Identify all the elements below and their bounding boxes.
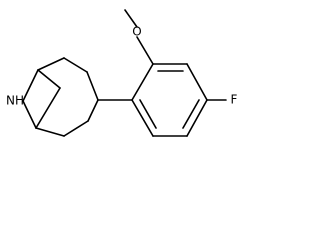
bond-n-ch-top: [22, 69, 39, 102]
bond-top-mid-to-top-right: [63, 57, 88, 73]
bond-bridge-bottom: [35, 87, 61, 129]
bond-bottom-right-to-bottom-mid: [63, 120, 89, 137]
aryl-bond-3: [186, 63, 208, 101]
chemical-structure: NH F O: [6, 9, 238, 137]
bond-bridge-top: [37, 69, 61, 89]
aryl-bond-1: [131, 63, 154, 101]
aryl-inner-double-3: [139, 99, 157, 129]
bond-attach-to-bottom-right: [87, 99, 99, 122]
bond-bottom-mid-to-bottom-left: [35, 127, 65, 137]
bond-top-right-to-attach: [86, 71, 99, 101]
oxygen-label: O: [132, 25, 141, 39]
aryl-inner-double-2: [182, 99, 200, 129]
bond-n-ch-bottom: [22, 100, 37, 129]
aryl-substituent: [97, 9, 227, 137]
bond-o-to-methyl: [124, 9, 138, 28]
bond-aryl-to-o: [136, 36, 154, 65]
nitrogen-label: NH: [6, 94, 24, 108]
aryl-bond-4: [186, 99, 208, 137]
bond-top-left-to-top-mid: [37, 57, 65, 71]
structure-canvas: NH F O: [0, 0, 264, 145]
fluorine-label: F: [231, 93, 238, 107]
bicyclic-core: [22, 57, 99, 137]
aryl-bond-6: [131, 99, 154, 137]
